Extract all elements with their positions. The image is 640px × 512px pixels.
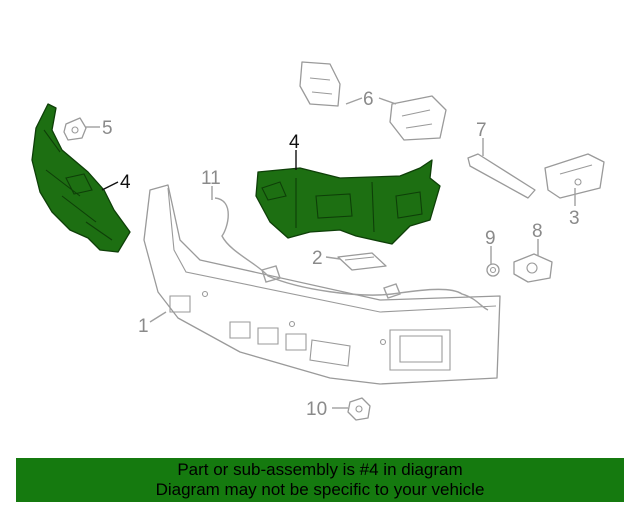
callout-5: 5 [102, 118, 113, 139]
banner-line-1: Part or sub-assembly is #4 in diagram [177, 460, 463, 479]
bumper-part-1[interactable] [143, 184, 501, 385]
retainer-part-10[interactable] [347, 397, 371, 421]
callout-9: 9 [485, 228, 496, 249]
banner-line-2: Diagram may not be specific to your vehi… [155, 480, 485, 499]
callout-2: 2 [312, 248, 323, 269]
callout-6: 6 [363, 89, 374, 110]
wiring-harness-part-11[interactable] [214, 197, 489, 311]
callout-7: 7 [476, 120, 487, 141]
info-banner: Part or sub-assembly is #4 in diagram Di… [16, 458, 624, 502]
mounting-brackets-part-6[interactable] [299, 61, 447, 141]
highlighted-part-4-left[interactable] [31, 103, 131, 253]
callout-1: 1 [138, 316, 149, 337]
callout-8: 8 [532, 221, 543, 242]
grommet-part-9[interactable] [486, 263, 500, 277]
callout-4-center: 4 [289, 132, 300, 153]
side-bracket-part-3[interactable] [544, 153, 605, 199]
callout-10: 10 [306, 399, 327, 420]
highlighted-part-4-center[interactable] [255, 159, 441, 245]
callout-labels: 1 2 3 4 4 5 6 7 8 9 10 11 [102, 89, 580, 420]
bracket-part-2[interactable] [337, 252, 387, 271]
callout-4-left: 4 [120, 172, 131, 193]
callout-3: 3 [569, 208, 580, 229]
reinforcement-bar-part-7[interactable] [467, 153, 536, 199]
parts-diagram: 1 2 3 4 4 5 6 7 8 9 10 11 [31, 61, 605, 421]
sensor-part-8[interactable] [513, 253, 553, 283]
clip-part-5[interactable] [63, 117, 87, 141]
callout-11: 11 [201, 168, 221, 189]
leader-lines [86, 97, 576, 409]
